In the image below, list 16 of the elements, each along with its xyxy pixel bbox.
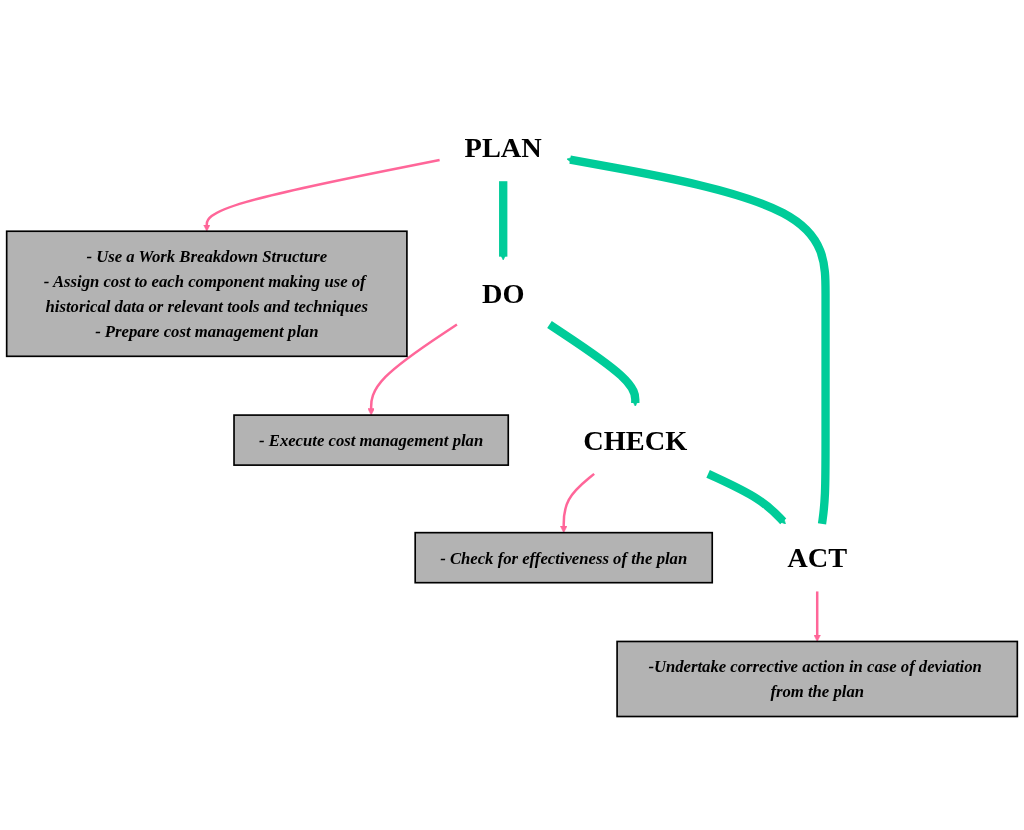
node-text: ACT bbox=[787, 542, 848, 574]
node-text: CHECK bbox=[583, 424, 688, 456]
arrow bbox=[560, 472, 595, 533]
node-box: - Check for effectiveness of the plan bbox=[414, 531, 714, 584]
arrow bbox=[706, 470, 787, 525]
node-box: - Use a Work Breakdown Structure - Assign cost to each component making use of historical data or relevant tools and techniques - Prepare cost management plan bbox=[5, 230, 408, 358]
arrow bbox=[547, 320, 640, 407]
arrow bbox=[367, 323, 458, 416]
node-text: DO bbox=[481, 278, 525, 310]
arrow bbox=[499, 181, 508, 261]
arrow bbox=[203, 158, 440, 232]
node-box: - Execute cost management plan bbox=[233, 414, 510, 466]
node-text: PLAN bbox=[464, 131, 542, 163]
arrow bbox=[566, 155, 830, 525]
arrow bbox=[813, 591, 821, 642]
node-box: -Undertake corrective action in case of deviation from the plan bbox=[616, 640, 1019, 718]
